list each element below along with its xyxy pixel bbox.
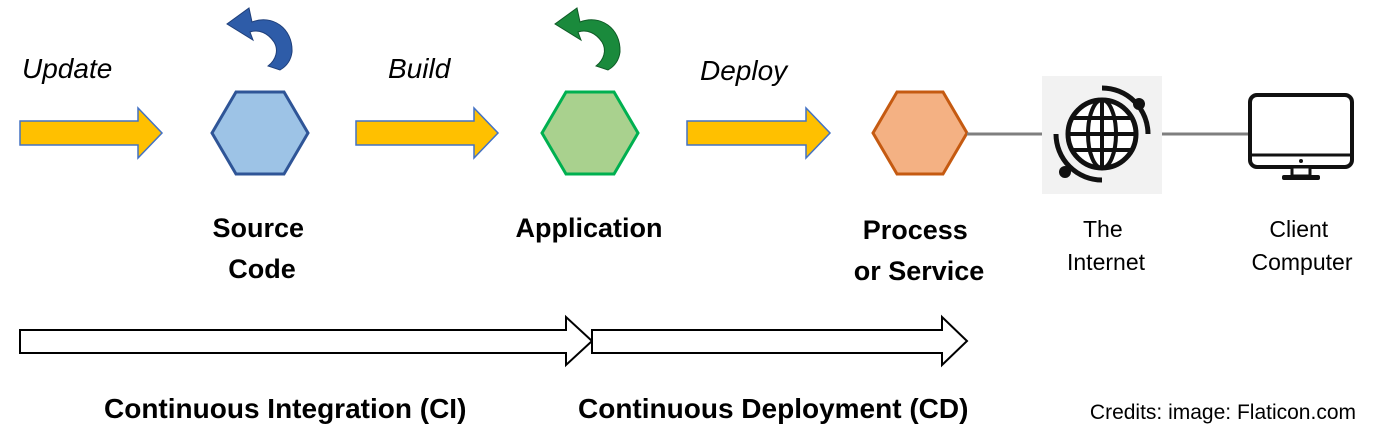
update-arrow bbox=[19, 106, 164, 160]
internet-label: The Internet bbox=[1067, 216, 1146, 275]
source-code-label-line2: Code bbox=[228, 254, 296, 284]
cd-phase-arrow bbox=[591, 314, 969, 368]
client-computer-label-line2: Computer bbox=[1252, 249, 1353, 275]
process-service-label-line1: Process bbox=[863, 215, 968, 245]
client-computer-label-line1: Client bbox=[1269, 216, 1328, 242]
application-hexagon bbox=[540, 90, 640, 176]
application-loop-arrow-icon bbox=[554, 7, 621, 71]
update-step-label: Update bbox=[22, 53, 112, 84]
source-loop-arrow-icon bbox=[226, 7, 293, 71]
ci-phase-arrow bbox=[19, 314, 594, 368]
deploy-arrow bbox=[686, 106, 832, 160]
application-label: Application bbox=[516, 213, 663, 243]
source-code-label-line1: Source bbox=[212, 213, 304, 243]
process-service-label-line2: or Service bbox=[854, 256, 985, 286]
internet-label-line1: The bbox=[1083, 216, 1123, 242]
internet-label-line2: Internet bbox=[1067, 249, 1146, 275]
build-step-label: Build bbox=[388, 53, 452, 84]
build-arrow bbox=[355, 106, 500, 160]
source-code-label: Source Code bbox=[212, 213, 311, 284]
credits-text: Credits: image: Flaticon.com bbox=[1090, 401, 1356, 424]
process-service-hexagon bbox=[871, 90, 969, 176]
process-service-label: Process or Service bbox=[854, 215, 985, 286]
source-code-hexagon bbox=[210, 90, 310, 176]
globe-icon bbox=[1042, 76, 1162, 194]
deploy-step-label: Deploy bbox=[700, 55, 789, 86]
ci-phase-label: Continuous Integration (CI) bbox=[104, 393, 466, 424]
cd-phase-label: Continuous Deployment (CD) bbox=[578, 393, 968, 424]
desktop-computer-icon bbox=[1248, 93, 1354, 180]
client-computer-label: Client Computer bbox=[1252, 216, 1353, 275]
